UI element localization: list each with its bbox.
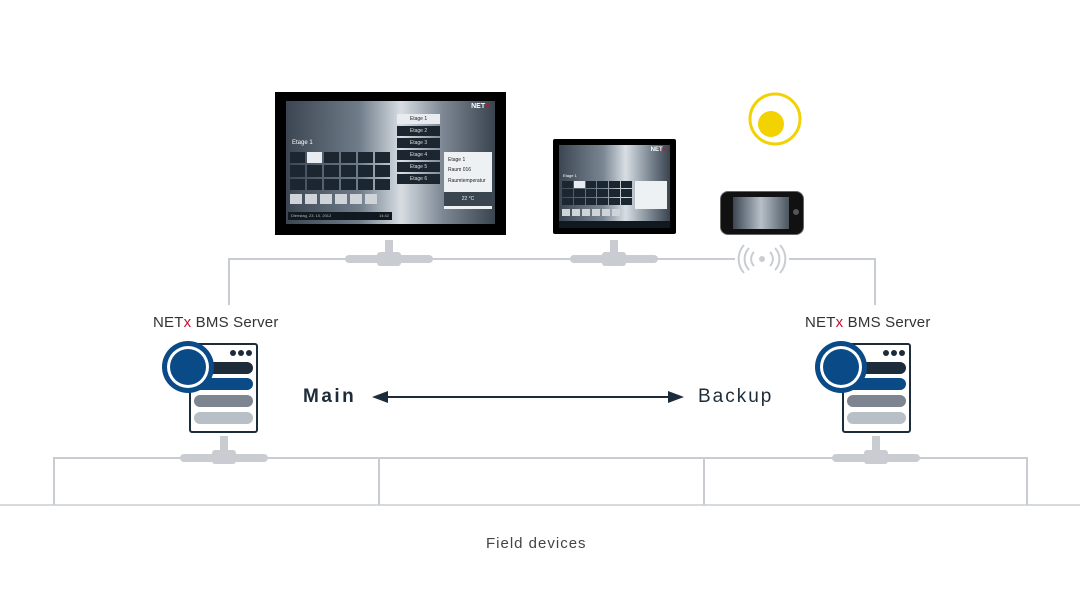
monitor-screen: NETx Etage 1 Dienstag, 23. 10. 2012: [286, 101, 495, 224]
floor-button[interactable]: Etage 3: [397, 138, 440, 148]
server-left-icon: [162, 341, 258, 433]
tablet-toolbar: [562, 209, 620, 216]
smartphone-screen: [733, 197, 789, 229]
temperature-value: 22 °C: [461, 196, 475, 202]
sync-arrow: [372, 391, 684, 403]
room-popup: Etage 1 Raum 016 Raumtemperatur 22 °C: [444, 152, 492, 209]
field-devices-label: Field devices: [486, 535, 587, 552]
connector-server-left: [180, 436, 268, 464]
server-bus-line: [53, 457, 1028, 505]
status-bar: Dienstag, 23. 10. 2012 14:42: [288, 212, 392, 220]
room-grid: [290, 152, 390, 190]
server-left-label: NETx BMS Server: [153, 314, 279, 331]
monitor-client: NETx Etage 1 Dienstag, 23. 10. 2012: [275, 92, 506, 235]
floor-button[interactable]: Etage 2: [397, 126, 440, 136]
tablet-floor-title: Etage 1: [563, 173, 577, 178]
monitor-floor-title: Etage 1: [292, 140, 313, 146]
status-date: Dienstag, 23. 10. 2012: [291, 213, 332, 218]
popup-item: Raumtemperatur: [448, 178, 486, 184]
main-label: Main: [303, 386, 357, 407]
tablet-client: NETx Etage 1: [553, 139, 676, 234]
floor-button[interactable]: Etage 1: [397, 114, 440, 124]
server-right-label: NETx BMS Server: [805, 314, 931, 331]
tablet-screen: NETx Etage 1: [559, 145, 670, 228]
status-time: 14:42: [378, 213, 389, 218]
floor-button[interactable]: Etage 6: [397, 174, 440, 184]
temperature-control[interactable]: 22 °C: [444, 192, 492, 206]
floor-button[interactable]: Etage 5: [397, 162, 440, 172]
popup-item: Raum 016: [448, 167, 472, 173]
connector-monitor: [345, 240, 433, 266]
server-right-icon: [815, 341, 911, 433]
toolbar-icons: [290, 194, 390, 204]
tablet-popup: [635, 181, 667, 209]
tablet-room-grid: [562, 181, 632, 205]
tablet-logo: NETx: [650, 147, 666, 153]
client-bus-line: [228, 258, 876, 305]
sun-icon: [748, 92, 802, 146]
home-button: [793, 209, 799, 215]
backup-label: Backup: [698, 386, 774, 407]
smartphone-client: [720, 191, 804, 235]
monitor-logo: NETx: [471, 103, 489, 110]
floor-menu: Etage 1 Etage 2 Etage 3 Etage 4 Etage 5 …: [397, 114, 440, 184]
popup-item: Etage 1: [448, 157, 466, 163]
connector-server-right: [832, 436, 920, 464]
connector-tablet: [570, 240, 658, 266]
wifi-icon: [735, 244, 789, 274]
tablet-status-bar: [559, 221, 670, 228]
floor-button[interactable]: Etage 4: [397, 150, 440, 160]
